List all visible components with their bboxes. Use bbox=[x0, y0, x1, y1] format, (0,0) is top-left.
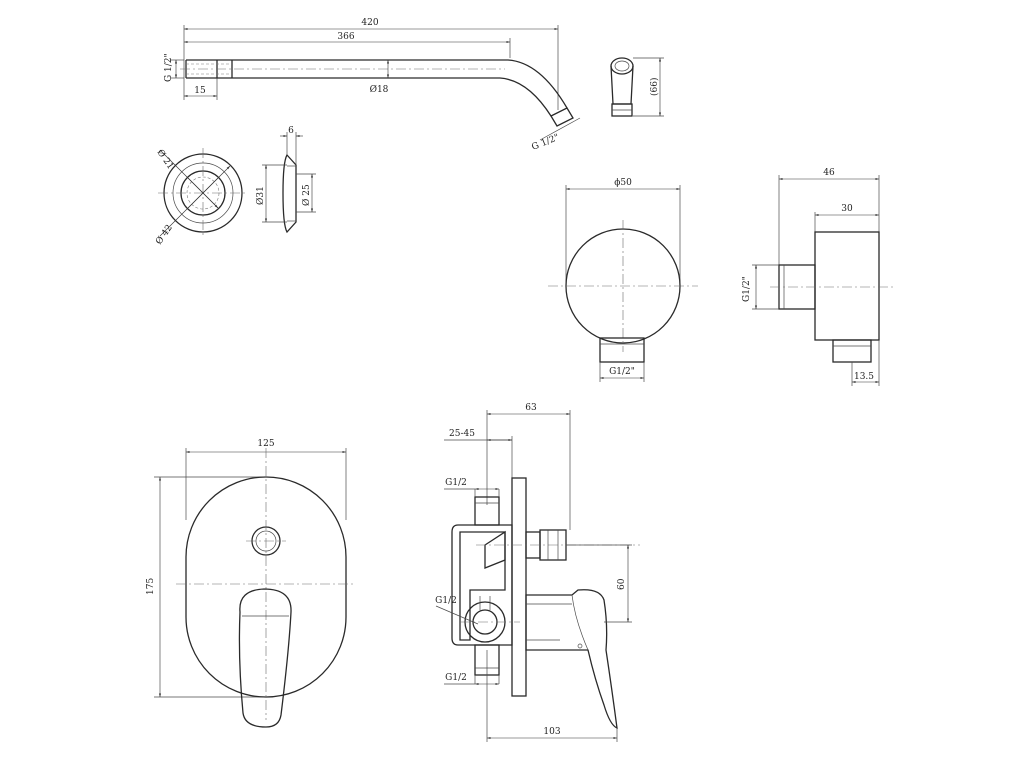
outlet-side-view: 46 30 G1/2" 13.5 bbox=[742, 168, 895, 386]
flange-outer-dia: Ø 42 bbox=[153, 223, 174, 247]
arm-length-366: 366 bbox=[337, 32, 354, 42]
mixer-front-view: 125 175 bbox=[146, 439, 356, 728]
outlet-offset: 13.5 bbox=[854, 372, 874, 382]
mixer-axis-distance: 60 bbox=[617, 578, 627, 590]
flange-dia-25: Ø 25 bbox=[301, 184, 312, 206]
mixer-thread-left: G1/2 bbox=[435, 596, 457, 606]
mixer-lever-depth: 103 bbox=[543, 727, 560, 737]
mixer-height: 175 bbox=[146, 578, 156, 595]
outlet-body-depth: 30 bbox=[841, 204, 853, 214]
arm-end-height: (66) bbox=[649, 78, 660, 96]
outlet-front-thread: G1/2" bbox=[609, 367, 635, 377]
outlet-side-thread: G1/2" bbox=[742, 276, 752, 302]
mixer-thread-bottom: G1/2 bbox=[445, 673, 467, 683]
flange-side-view: 6 Ø31 Ø 25 bbox=[255, 126, 316, 234]
outlet-dia: ϕ50 bbox=[614, 178, 632, 188]
mixer-thread-top: G1/2 bbox=[445, 478, 467, 488]
mixer-side-view: 63 25-45 G1/2 G1/2 G1/2 60 103 bbox=[435, 403, 640, 742]
arm-thread-end: G 1/2" bbox=[530, 133, 560, 153]
shower-arm-view: 420 366 15 Ø18 G 1/2" G 1/2" bbox=[164, 18, 581, 153]
mixer-adjust-range: 25-45 bbox=[449, 429, 475, 439]
arm-end-view: (66) bbox=[610, 57, 664, 117]
outlet-front-view: ϕ50 G1/2" bbox=[548, 178, 698, 382]
mixer-width: 125 bbox=[257, 439, 274, 449]
arm-diameter: Ø18 bbox=[370, 84, 389, 95]
arm-thread-length: 15 bbox=[194, 86, 206, 96]
arm-length-420: 420 bbox=[361, 18, 378, 28]
flange-front-view: Ø 21 Ø 42 bbox=[153, 147, 248, 247]
flange-thickness: 6 bbox=[288, 126, 294, 136]
mixer-side-depth: 63 bbox=[525, 403, 537, 413]
arm-thread-left: G 1/2" bbox=[164, 53, 174, 82]
flange-dia-31: Ø31 bbox=[255, 186, 266, 205]
outlet-total-depth: 46 bbox=[823, 168, 835, 178]
